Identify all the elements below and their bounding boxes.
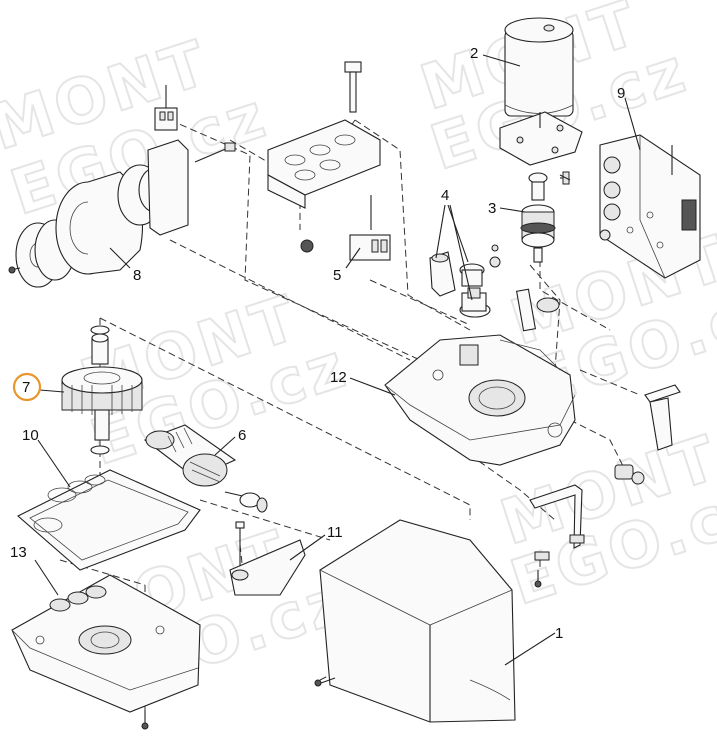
callout-labels: 1 2 3 4 5 6 7 8 9 10 11 12 13 [10,45,625,642]
callout-10: 10 [22,427,39,444]
part-terminal-block [349,234,391,261]
part-motor [499,17,583,166]
callout-8: 8 [133,267,141,284]
callout-leaders [34,54,641,666]
callout-1: 1 [555,625,563,642]
part-guide-bracket [529,484,585,588]
part-main-cover [314,519,516,723]
part-gearbox-housing [384,334,576,466]
part-base-plate [11,574,201,730]
part-shaft-bearings [520,171,570,263]
callout-11: 11 [327,524,343,541]
callout-12: 12 [330,369,347,386]
callout-7: 7 [22,379,30,396]
callout-3: 3 [488,200,496,217]
callout-13: 13 [10,544,27,561]
part-worm-shaft [143,424,268,513]
part-mounting-bracket [267,61,381,253]
part-gasket [17,469,201,571]
part-cover-clip [229,521,306,596]
callout-4: 4 [441,187,449,204]
callout-6: 6 [238,427,246,444]
callout-5: 5 [333,267,341,284]
part-gear [61,325,143,455]
part-small-fittings [515,174,681,485]
highlight-circle-7 [12,372,42,402]
part-coupling-set [429,244,501,318]
part-control-box [599,134,701,279]
callout-9: 9 [617,85,625,102]
part-disc-stack [8,85,236,288]
callout-2: 2 [470,45,478,62]
